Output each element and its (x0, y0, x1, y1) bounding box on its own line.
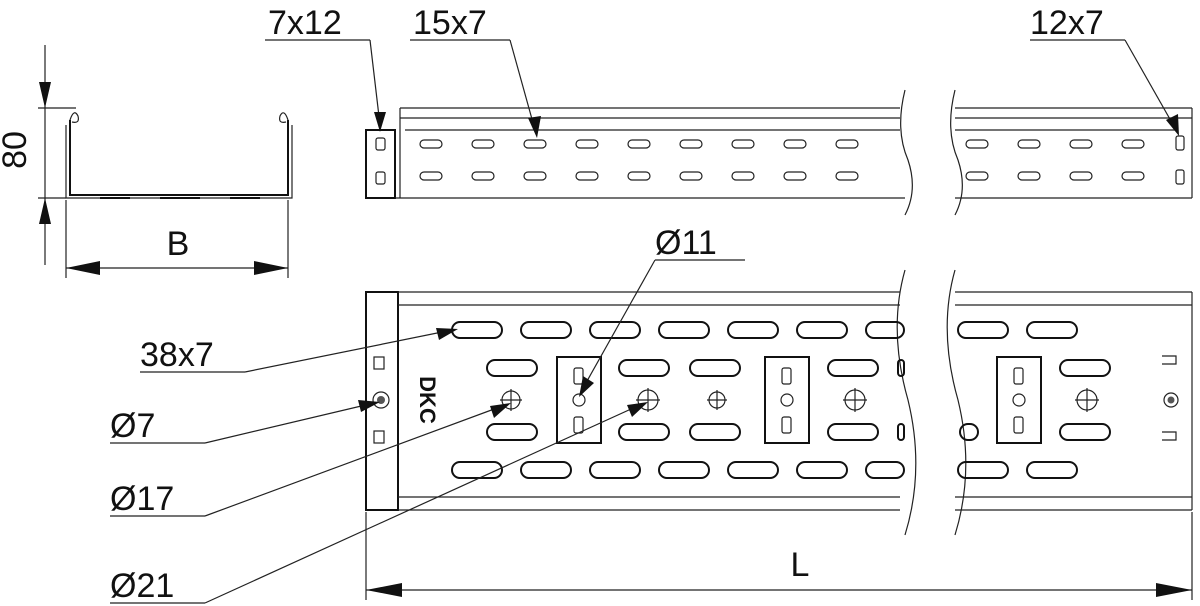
slot-15x7-label: 15x7 (413, 4, 487, 42)
bracket-windows (556, 356, 1042, 444)
height-label: 80 (0, 131, 34, 169)
top-view-callouts: Ø11 38x7 Ø7 Ø17 Ø21 (110, 224, 745, 605)
height-dimension: 80 (0, 45, 76, 265)
outer-slot-rows (451, 321, 1078, 479)
length-label: L (791, 546, 810, 584)
slot-12x7-label: 12x7 (1030, 4, 1104, 42)
round-holes (500, 388, 1099, 412)
side-view-callouts: 7x12 15x7 12x7 (265, 4, 1179, 138)
hole-17-label: Ø17 (110, 480, 174, 518)
side-slot-row (419, 139, 1145, 181)
slot-38x7-label: 38x7 (140, 336, 214, 374)
slot-7x12-label: 7x12 (268, 4, 342, 42)
hole-21-label: Ø21 (110, 567, 174, 605)
hole-7-label: Ø7 (110, 407, 155, 445)
inner-slot-rows (486, 359, 1111, 441)
side-view (365, 89, 1193, 216)
length-dimension: L (365, 512, 1193, 600)
hole-11-label: Ø11 (655, 224, 717, 262)
cross-section-view (65, 112, 293, 199)
top-view: DKC (365, 269, 1193, 536)
width-label: B (167, 225, 190, 263)
width-dimension: B (65, 200, 289, 278)
dkc-logo: DKC (415, 376, 440, 424)
